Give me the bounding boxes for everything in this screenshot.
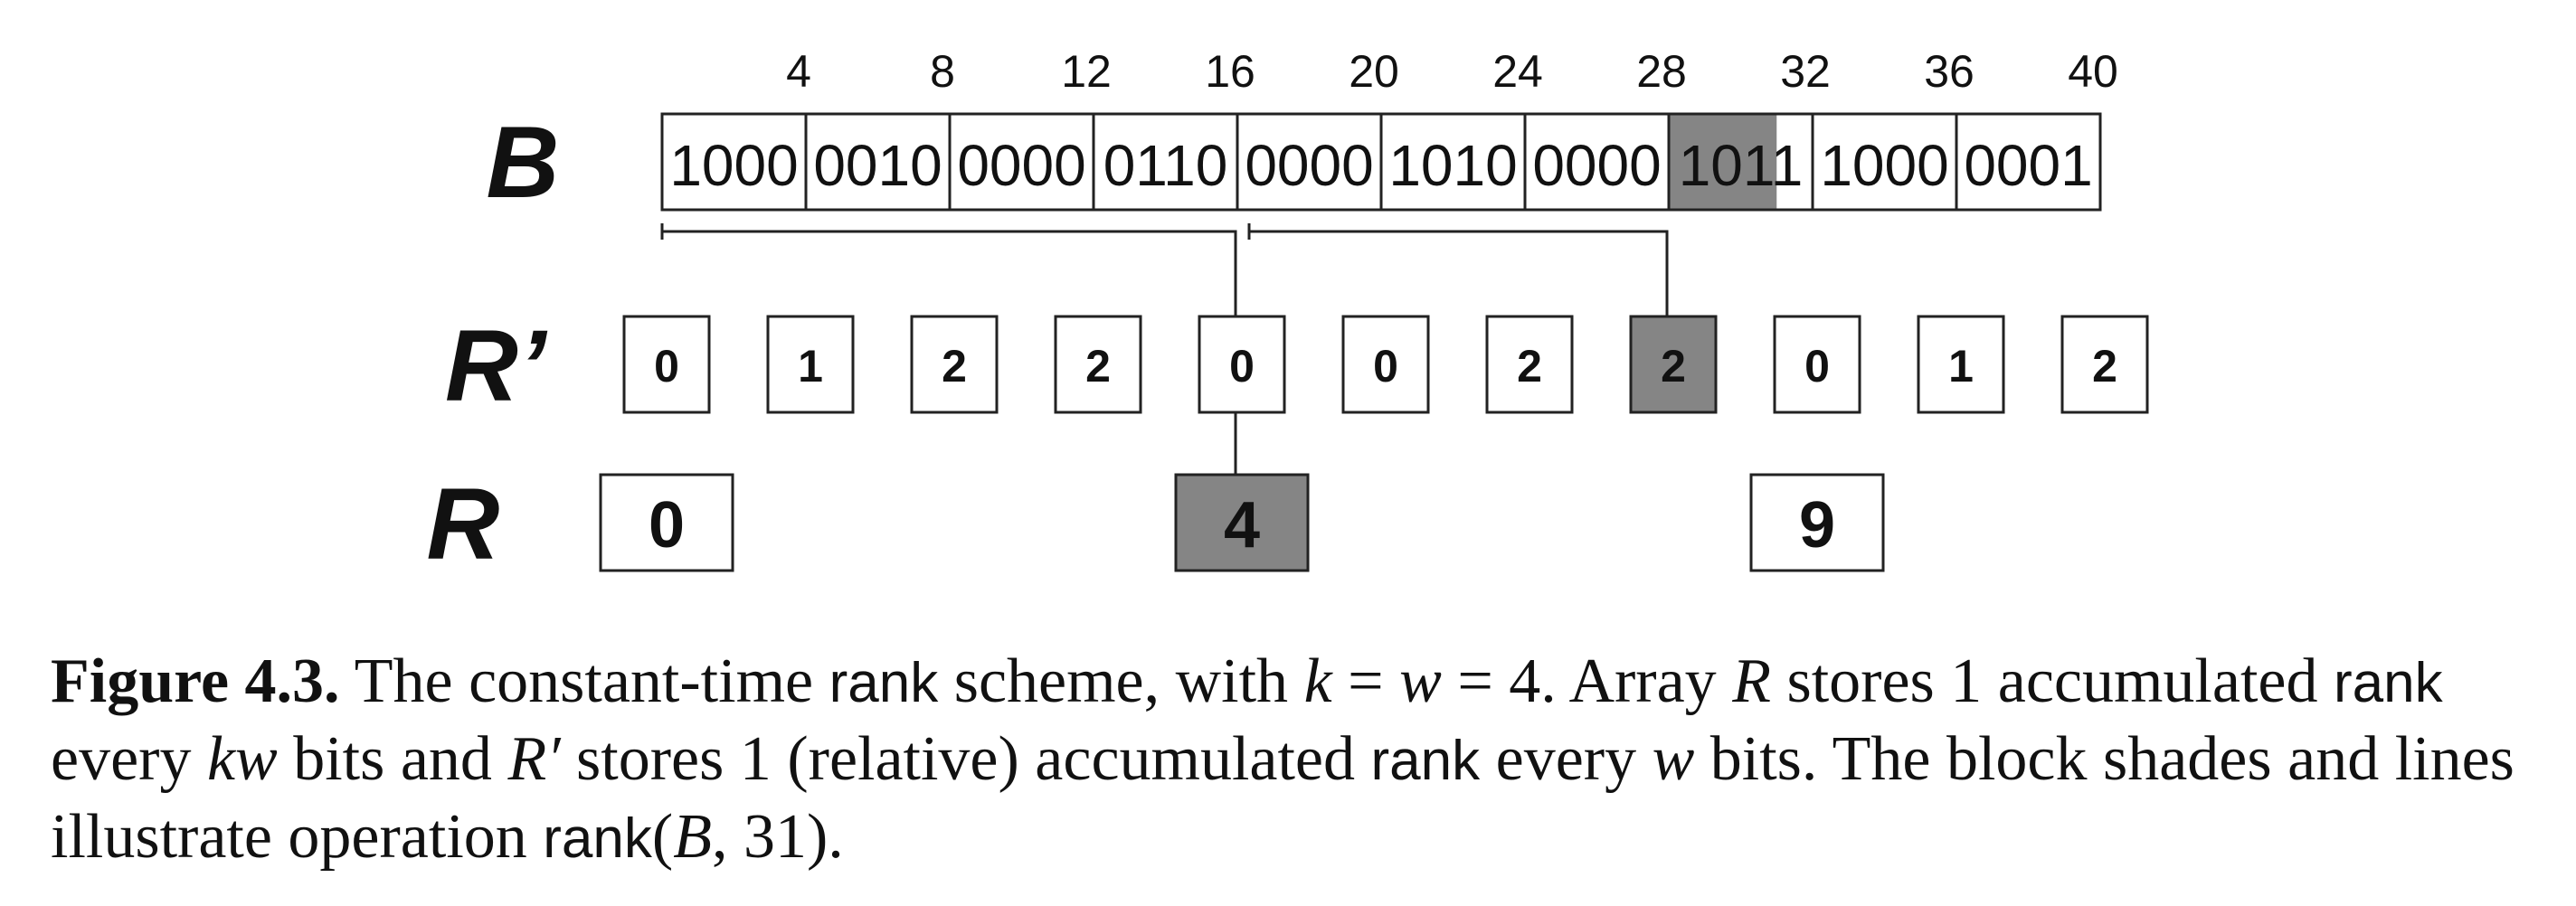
r-prime-cell bbox=[910, 315, 999, 414]
bitvector-word: 0001 bbox=[1964, 133, 2092, 198]
row-label-b: B bbox=[487, 106, 560, 219]
r-prime-value: 2 bbox=[1661, 341, 1686, 392]
bit-position-tick-label: 40 bbox=[2068, 46, 2118, 97]
caption-text: = bbox=[1331, 646, 1400, 716]
r-value: 4 bbox=[1224, 489, 1260, 562]
caption-math-k: k bbox=[1303, 646, 1332, 716]
bitvector-word: 0000 bbox=[1245, 133, 1373, 198]
bit-position-tick-label: 24 bbox=[1492, 46, 1543, 97]
r-prime-value: 1 bbox=[1948, 341, 1974, 392]
bit-position-tick-label: 36 bbox=[1924, 46, 1975, 97]
caption-text: scheme, with bbox=[938, 646, 1304, 716]
r-prime-value: 0 bbox=[1373, 341, 1398, 392]
r-prime-cell bbox=[622, 315, 711, 414]
bit-position-tick-label: 4 bbox=[786, 46, 811, 97]
caption-text: , 31). bbox=[711, 802, 844, 872]
caption-math-b: B bbox=[673, 802, 712, 872]
r-prime-value: 1 bbox=[798, 341, 823, 392]
caption-figure-label: Figure 4.3. bbox=[51, 646, 340, 716]
r-prime-cell bbox=[1917, 315, 2005, 414]
caption-text: every bbox=[51, 724, 207, 794]
caption-math-r-prime: R′ bbox=[507, 724, 561, 794]
r-prime-cell bbox=[2060, 315, 2149, 414]
r-prime-value: 2 bbox=[1085, 341, 1111, 392]
connector-line-rprime-to-b-block bbox=[1249, 230, 1669, 316]
caption-rank-keyword: rank bbox=[1370, 730, 1481, 792]
r-prime-cell bbox=[1054, 315, 1142, 414]
r-prime-cell bbox=[1773, 315, 1861, 414]
caption-math-w: w bbox=[1652, 724, 1695, 794]
bit-position-tick-label: 28 bbox=[1636, 46, 1687, 97]
bit-position-ticks: 4 8 12 16 20 24 28 32 36 40 bbox=[786, 46, 2118, 97]
row-label-r-prime: R’ bbox=[445, 309, 548, 422]
r-prime-value: 0 bbox=[1229, 341, 1255, 392]
bit-position-tick-label: 20 bbox=[1349, 46, 1399, 97]
bitvector-word: 1011 bbox=[1679, 133, 1804, 198]
caption-math-w: w bbox=[1399, 646, 1442, 716]
bit-position-tick-label: 16 bbox=[1205, 46, 1255, 97]
r-prime-cell bbox=[1485, 315, 1574, 414]
bitvector-highlight bbox=[1669, 114, 1777, 210]
caption-text: = 4. Array bbox=[1441, 646, 1733, 716]
r-prime-value: 2 bbox=[942, 341, 967, 392]
r-prime-value: 0 bbox=[1804, 341, 1830, 392]
r-prime-cell bbox=[1341, 315, 1430, 414]
caption-rank-keyword: rank bbox=[543, 807, 652, 870]
bitvector-word: 0110 bbox=[1103, 133, 1228, 198]
r-prime-cell bbox=[1629, 315, 1718, 414]
r-cell bbox=[599, 473, 734, 572]
r-cell bbox=[1749, 473, 1885, 572]
r-cell bbox=[1174, 473, 1310, 572]
r-prime-cell bbox=[766, 315, 855, 414]
bitvector-word: 0000 bbox=[957, 133, 1085, 198]
caption-text: ( bbox=[651, 802, 674, 872]
caption-math-kw: kw bbox=[206, 724, 278, 794]
caption-text: every bbox=[1480, 724, 1653, 794]
caption-rank-keyword: rank bbox=[2333, 652, 2443, 714]
bitvector-word: 1000 bbox=[669, 133, 798, 198]
r-array: 0 4 9 bbox=[599, 473, 1885, 572]
bit-position-tick-label: 12 bbox=[1061, 46, 1112, 97]
figure-caption: Figure 4.3. The constant-time rank schem… bbox=[51, 644, 2529, 877]
bitvector-word: 0010 bbox=[813, 133, 942, 198]
r-value: 9 bbox=[1799, 489, 1835, 562]
caption-text: stores 1 (relative) accumulated bbox=[560, 724, 1371, 794]
r-prime-value: 2 bbox=[1517, 341, 1542, 392]
r-prime-value: 0 bbox=[654, 341, 679, 392]
r-prime-value: 2 bbox=[2092, 341, 2117, 392]
bitvector-word: 0000 bbox=[1532, 133, 1661, 198]
caption-math-r: R bbox=[1732, 646, 1771, 716]
caption-text: bits and bbox=[277, 724, 508, 794]
r-prime-cell bbox=[1198, 315, 1286, 414]
caption-text: stores 1 accumulated bbox=[1770, 646, 2334, 716]
caption-text: The constant-time bbox=[339, 646, 829, 716]
bit-position-tick-label: 32 bbox=[1780, 46, 1831, 97]
r-value: 0 bbox=[649, 489, 685, 562]
bitvector-word: 1000 bbox=[1820, 133, 1948, 198]
caption-text: bits. The block shades and lines illustr… bbox=[51, 724, 2514, 872]
caption-rank-keyword: rank bbox=[829, 652, 939, 714]
bitvector-word: 1010 bbox=[1388, 133, 1517, 198]
bit-position-tick-label: 8 bbox=[930, 46, 955, 97]
row-label-r: R bbox=[427, 467, 500, 580]
r-prime-array: 0 1 2 2 0 0 2 2 0 1 2 bbox=[622, 315, 2149, 414]
